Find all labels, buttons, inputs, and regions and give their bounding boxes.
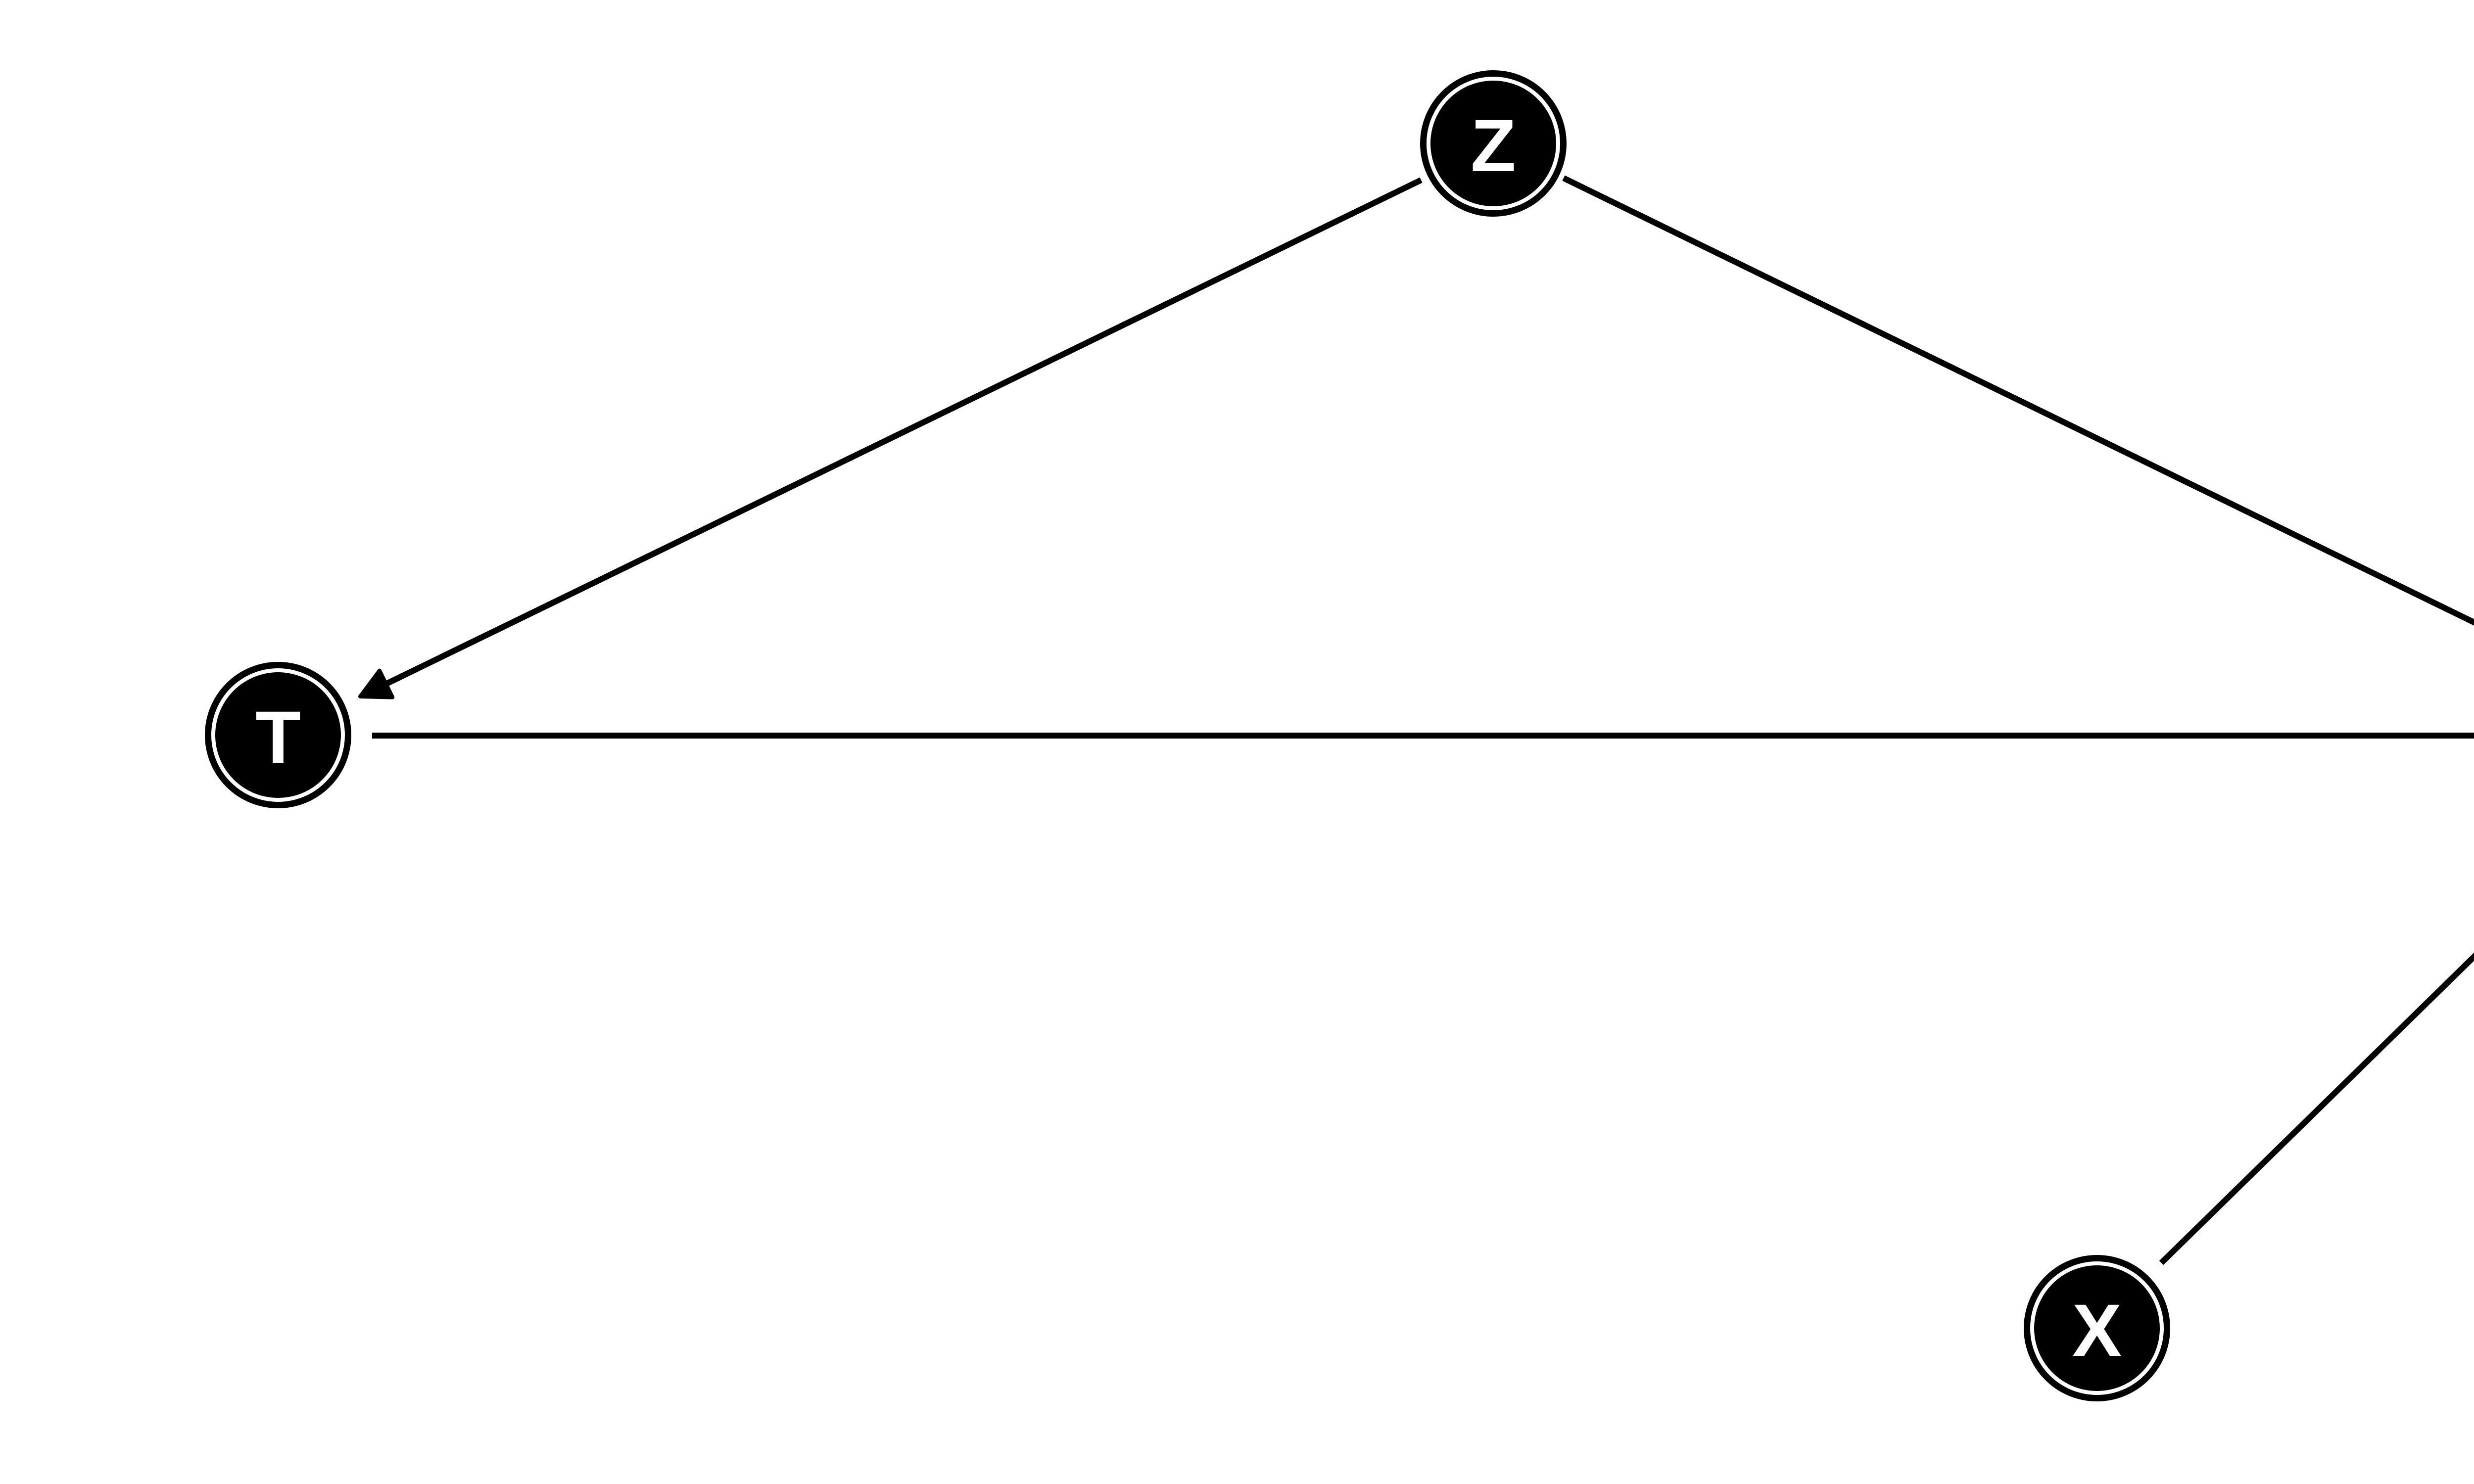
node-disc-x [2034,1265,2160,1391]
edge-line-z-to-y [1562,175,2474,626]
arrowhead-z-to-t [358,668,395,699]
edge-line-x-to-y [2159,952,2474,1265]
edges-layer [358,175,2474,1265]
node-label-t: T [255,696,301,779]
node-ring-z [1420,70,1567,217]
node-t[interactable]: T [205,662,351,808]
edge-t-to-y [372,733,2474,739]
node-ring-t [205,662,351,808]
edge-line-z-to-t [380,177,1423,690]
node-disc-z [1430,81,1556,206]
node-label-z: Z [1471,104,1516,187]
node-disc-t [215,672,341,798]
edge-z-to-t [358,177,1423,699]
node-z[interactable]: Z [1420,70,1567,217]
node-x[interactable]: X [2024,1255,2170,1401]
edge-z-to-y [1562,175,2474,626]
nodes-layer: ZTYX [205,70,2170,1401]
node-label-x: X [2072,1289,2122,1372]
edge-x-to-y [2159,952,2474,1265]
node-ring-x [2024,1255,2170,1401]
